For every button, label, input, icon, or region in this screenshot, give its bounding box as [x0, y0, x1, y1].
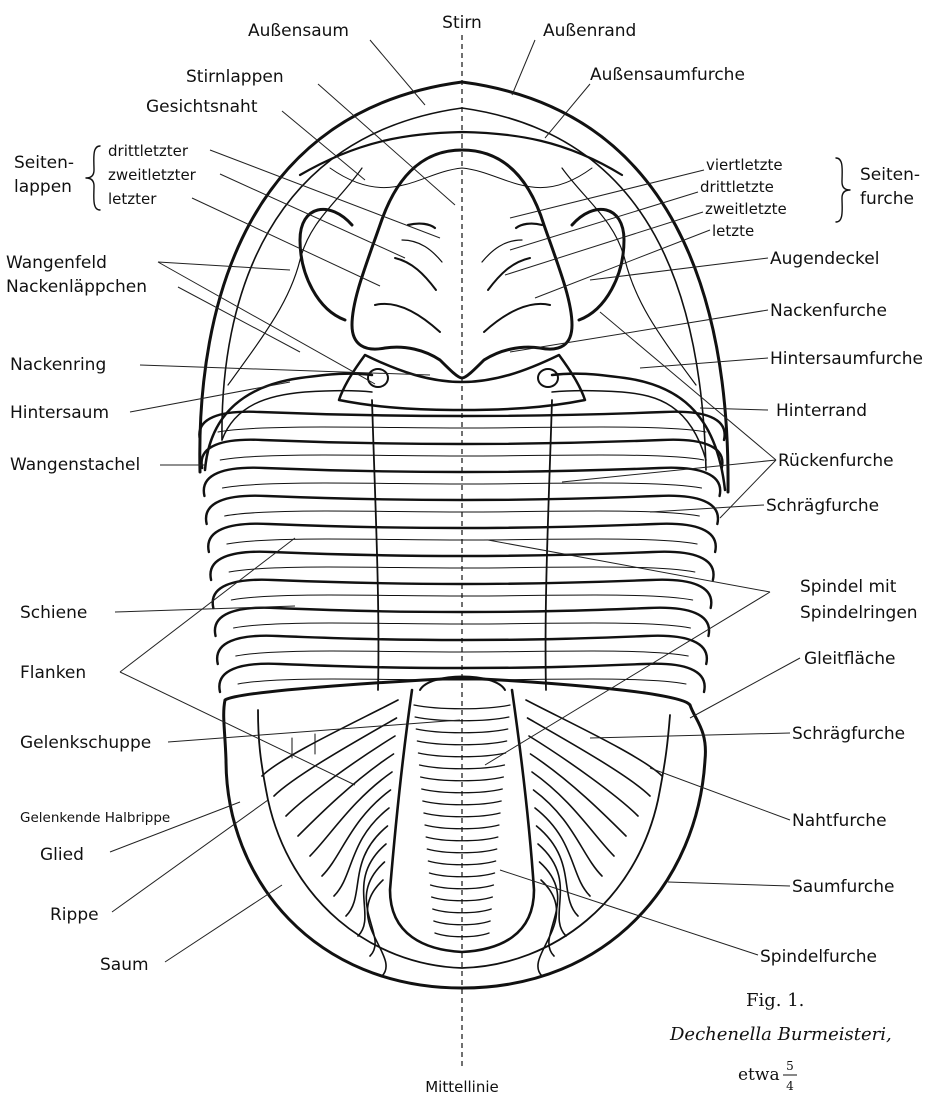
label-spindel-2: Spindelringen: [800, 603, 918, 623]
label-nackenring: Nackenring: [10, 355, 106, 375]
caption-scale-prefix: etwa: [738, 1065, 780, 1085]
label-glied: Glied: [40, 845, 84, 865]
label-hintersaumfurche: Hintersaumfurche: [770, 349, 923, 369]
label-aussenrand: Außenrand: [543, 21, 636, 41]
pygidial-rib: [358, 844, 386, 936]
thoracic-segment: [208, 524, 715, 552]
label-aussensaumfurche: Außensaumfurche: [590, 65, 745, 85]
pygidium: [224, 678, 706, 988]
label-flanken: Flanken: [20, 663, 86, 683]
caption-species: Dechenella Burmeisteri,: [669, 1024, 892, 1045]
label-seitenlappen-1: Seiten-: [14, 153, 74, 173]
label-gleitflaeche: Gleitfläche: [804, 649, 895, 669]
palpebral-lobe-left: [300, 209, 352, 320]
label-nackenlaeppchen: Nackenläppchen: [6, 277, 147, 297]
label-letzte: letzte: [712, 222, 754, 240]
label-viertletzte: viertletzte: [706, 156, 783, 174]
label-gesichtsnaht: Gesichtsnaht: [146, 97, 258, 117]
label-stirn: Stirn: [442, 13, 482, 33]
pygidial-rib: [528, 718, 651, 796]
label-saum: Saum: [100, 955, 149, 975]
label-saumfurche: Saumfurche: [792, 877, 895, 897]
brace-left: [86, 146, 100, 210]
pygidial-rib: [531, 754, 627, 836]
caption-scale-den: 4: [786, 1079, 794, 1093]
label-nackenfurche: Nackenfurche: [770, 301, 887, 321]
label-drittletzter: drittletzter: [108, 142, 189, 160]
pygidial-rib: [538, 880, 557, 976]
caption-fig: Fig. 1.: [746, 990, 804, 1011]
brace-right: [836, 158, 850, 222]
cephalon: [200, 82, 728, 492]
label-seitenlappen-2: lappen: [14, 177, 72, 197]
label-spindel-1: Spindel mit: [800, 577, 897, 597]
pygidial-rib: [367, 880, 386, 976]
label-stirnlappen: Stirnlappen: [186, 67, 284, 87]
label-aussensaum: Außensaum: [248, 21, 349, 41]
label-nahtfurche: Nahtfurche: [792, 811, 887, 831]
label-zweitletzte: zweitletzte: [705, 200, 787, 218]
label-zweitletzter: zweitletzter: [108, 166, 197, 184]
pygidial-rib: [532, 772, 614, 856]
caption-scale-num: 5: [786, 1059, 794, 1073]
nuchal-lobe-right: [538, 369, 558, 387]
label-gelenkende-halbrippe: Gelenkende Halbrippe: [20, 810, 170, 826]
label-wangenfeld: Wangenfeld: [6, 253, 107, 273]
label-spindelfurche: Spindelfurche: [760, 947, 877, 967]
label-hinterrand: Hinterrand: [776, 401, 867, 421]
label-schraegfurche-2: Schrägfurche: [792, 724, 905, 744]
label-augendeckel: Augendeckel: [770, 249, 879, 269]
pygidial-rib: [298, 754, 394, 836]
pygidial-rib: [310, 772, 392, 856]
label-wangenstachel: Wangenstachel: [10, 455, 140, 475]
pygidium-border-furrow: [258, 710, 670, 968]
label-gelenkschuppe: Gelenkschuppe: [20, 733, 151, 753]
label-seitenfurche-1: Seiten-: [860, 165, 920, 185]
palpebral-lobe-right: [572, 209, 624, 320]
pygidium-outline: [224, 678, 706, 988]
label-schraegfurche-1: Schrägfurche: [766, 496, 879, 516]
label-letzter: letzter: [108, 190, 157, 208]
label-schiene: Schiene: [20, 603, 87, 623]
label-seitenfurche-2: furche: [860, 189, 914, 209]
label-mittellinie: Mittellinie: [425, 1078, 499, 1096]
label-drittletzte: drittletzte: [700, 178, 774, 196]
pygidial-rib: [286, 736, 395, 816]
nuchal-lobe-left: [368, 369, 388, 387]
outer-rim: [200, 82, 728, 492]
thoracic-segment: [206, 496, 718, 524]
pygidial-rib: [529, 736, 638, 816]
label-rueckenfurche: Rückenfurche: [778, 451, 894, 471]
label-rippe: Rippe: [50, 905, 99, 925]
label-hintersaum: Hintersaum: [10, 403, 109, 423]
